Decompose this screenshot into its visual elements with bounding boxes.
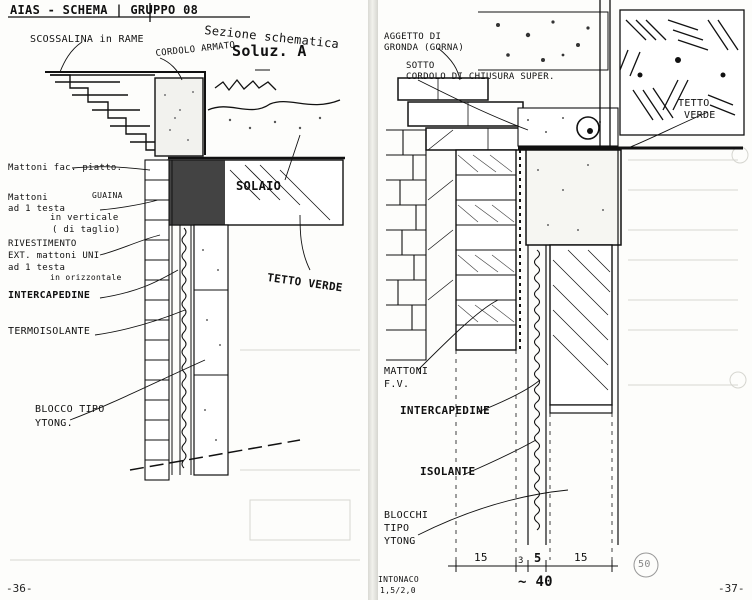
label-cladding-3: ad 1 testa xyxy=(8,263,66,273)
dimension-brick: 15 xyxy=(474,551,488,564)
right-section-drawing xyxy=(386,0,749,578)
label-brick-header-2: ad 1 testa xyxy=(8,204,66,214)
label-plaster-1: INTONACO xyxy=(378,575,419,584)
left-section-drawing xyxy=(8,3,360,561)
label-brick-header-3: in verticale xyxy=(50,213,119,223)
dimension-insulation: 5 xyxy=(534,551,542,565)
label-cladding-2: EXT. mattoni UNI xyxy=(8,251,100,261)
dimension-block: 15 xyxy=(574,551,588,564)
label-eaves-1: AGGETTO DI xyxy=(384,32,442,42)
label-insulation: TERMOISOLANTE xyxy=(8,326,91,337)
right-page-number: -37- xyxy=(718,582,745,595)
right-page: AGGETTO DI GRONDA (GORNA) SOTTO CORDOLO … xyxy=(378,0,752,600)
label-cladding-1: RIVESTIMENTO xyxy=(8,239,77,249)
solution-label: Soluz. A xyxy=(232,42,307,60)
label-brick-header-1: Mattoni xyxy=(8,193,49,203)
label-brick-header-4: ( di taglio) xyxy=(52,225,121,235)
label-block-2: YTONG. xyxy=(35,418,73,429)
circled-note: 50 xyxy=(638,559,651,570)
label-cavity: INTERCAPEDINE xyxy=(400,404,490,417)
label-eaves-2: GRONDA (GORNA) xyxy=(384,43,465,53)
label-brick-course: Mattoni fac. piatto. xyxy=(8,163,123,173)
dimension-total: ~ 40 xyxy=(518,574,553,590)
left-page: AIAS - SCHEMA | GRUPPO 08 Sezione schema… xyxy=(0,0,368,600)
label-blocks-1: BLOCCHI xyxy=(384,510,429,521)
label-green-roof-1: TETTO xyxy=(678,98,710,109)
label-insulation: ISOLANTE xyxy=(420,465,476,478)
label-bricks-1: MATTONI xyxy=(384,366,429,377)
dimension-cavity: 3 xyxy=(518,556,524,566)
label-copper-flashing: SCOSSALINA in RAME xyxy=(30,34,144,45)
label-blocks-3: YTONG xyxy=(384,536,416,547)
label-curb-1: SOTTO xyxy=(406,61,435,71)
book-gutter xyxy=(368,0,378,600)
sheet-title: AIAS - SCHEMA | GRUPPO 08 xyxy=(10,3,199,17)
label-green-roof-2: VERDE xyxy=(684,110,716,121)
left-page-number: -36- xyxy=(6,582,33,595)
label-block-1: BLOCCO TIPO xyxy=(35,404,105,415)
label-plaster-2: 1,5/2,0 xyxy=(380,586,416,595)
label-cavity: INTERCAPEDINE xyxy=(8,290,91,301)
label-blocks-2: TIPO xyxy=(384,523,410,534)
label-curb-2: CORDOLO DI CHIUSURA SUPER. xyxy=(406,72,555,82)
label-bricks-2: F.V. xyxy=(384,379,410,390)
label-cladding-4: in orizzontale xyxy=(50,273,122,282)
label-slab: SOLAIO xyxy=(236,179,282,193)
label-sheath: GUAINA xyxy=(92,191,123,200)
